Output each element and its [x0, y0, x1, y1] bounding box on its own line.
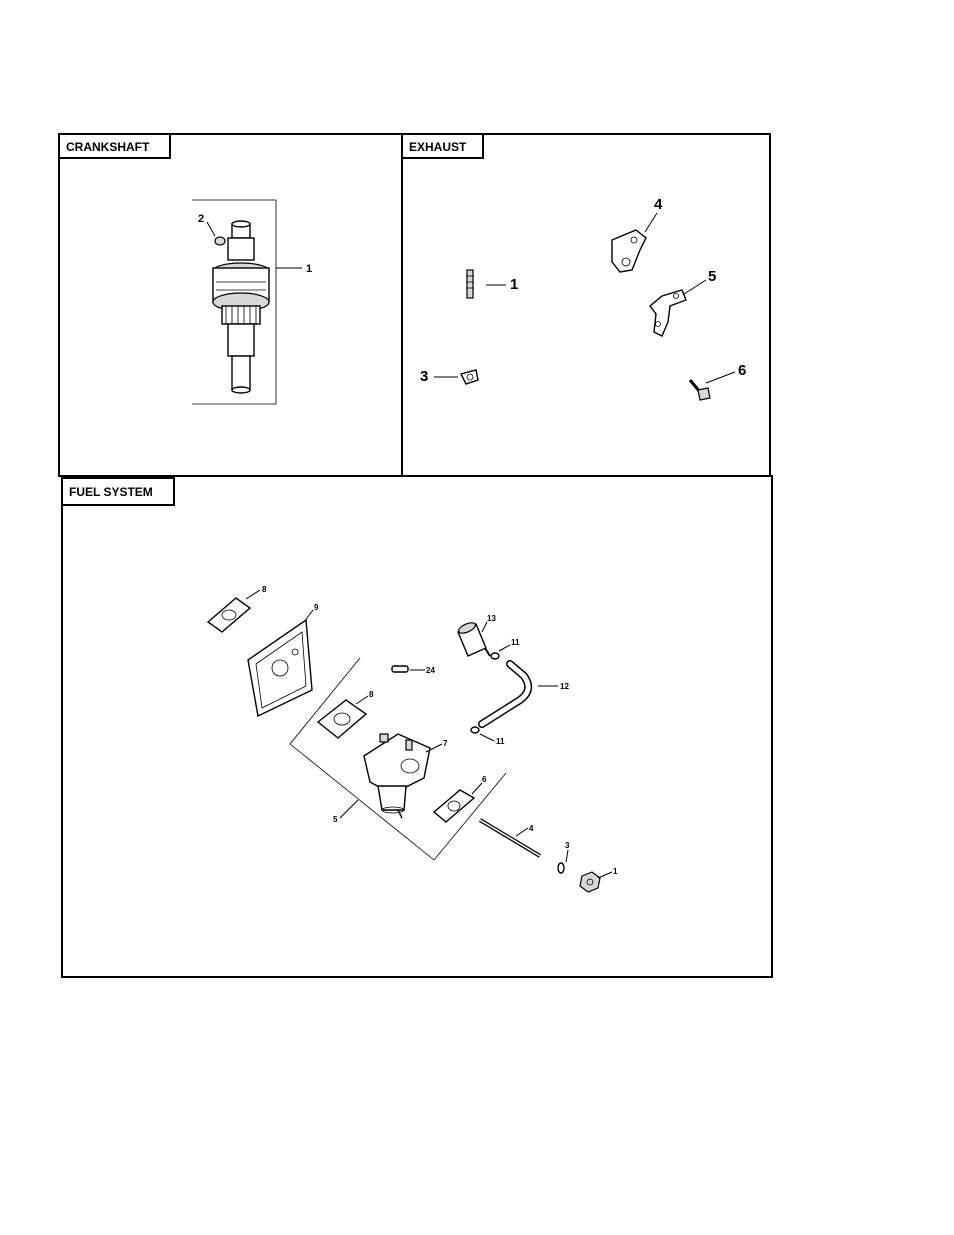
fuel-system-title: FUEL SYSTEM: [69, 485, 153, 499]
crankshaft-icon: [213, 221, 269, 393]
fuel-callout-12: 12: [560, 682, 569, 691]
crankshaft-title: CRANKSHAFT: [66, 140, 150, 154]
fuel-callout-7: 7: [443, 739, 448, 748]
fuel-callout-4: 4: [529, 824, 534, 833]
bracket-icon: [650, 290, 686, 336]
gasket-icon: [318, 700, 366, 738]
fuel-callout-8-top: 8: [262, 585, 267, 594]
crankshaft-title-tab: CRANKSHAFT: [59, 134, 170, 158]
fuel-callout-6: 6: [482, 775, 487, 784]
fuel-callout-8-mid: 8: [369, 690, 374, 699]
fuel-callout-9: 9: [314, 603, 319, 612]
gasket-icon: [208, 598, 250, 632]
fuel-callout-5: 5: [333, 815, 338, 824]
nut-icon: [461, 370, 478, 384]
crankshaft-callout-1: 1: [306, 263, 312, 275]
exhaust-callout-4: 4: [654, 196, 663, 213]
gasket-icon: [434, 790, 474, 822]
exhaust-callout-1: 1: [510, 276, 518, 293]
exhaust-callout-6: 6: [738, 362, 746, 379]
bracket-icon: [612, 230, 646, 272]
carburetor-icon: [364, 734, 430, 818]
fuel-system-title-tab: FUEL SYSTEM: [62, 478, 174, 505]
fuel-callout-24: 24: [426, 666, 435, 675]
exhaust-title: EXHAUST: [409, 140, 467, 154]
exhaust-panel: EXHAUST 1 3 4 5: [402, 134, 770, 476]
washer-icon: [558, 863, 564, 873]
crankshaft-panel: CRANKSHAFT 2: [59, 134, 402, 476]
fuel-system-panel: FUEL SYSTEM 8 9 13: [59, 476, 772, 977]
fuel-line-icon: [482, 664, 528, 724]
fuel-callout-1: 1: [613, 867, 618, 876]
exhaust-callout-5: 5: [708, 268, 716, 285]
fuel-callout-11-bottom: 11: [496, 737, 505, 746]
heat-shield-icon: [248, 620, 312, 716]
exhaust-callout-3: 3: [420, 368, 428, 385]
woodruff-key-icon: [215, 237, 225, 245]
fitting-icon: [392, 666, 408, 672]
fuel-callout-3: 3: [565, 841, 570, 850]
clamp-icon: [471, 727, 479, 733]
crankshaft-callout-2: 2: [198, 213, 204, 225]
fuel-callout-13: 13: [487, 614, 496, 623]
fuel-callout-11-top: 11: [511, 638, 520, 647]
stud-icon: [466, 270, 474, 298]
clamp-icon: [491, 653, 499, 659]
nut-icon: [580, 872, 600, 892]
exhaust-title-tab: EXHAUST: [402, 134, 483, 158]
